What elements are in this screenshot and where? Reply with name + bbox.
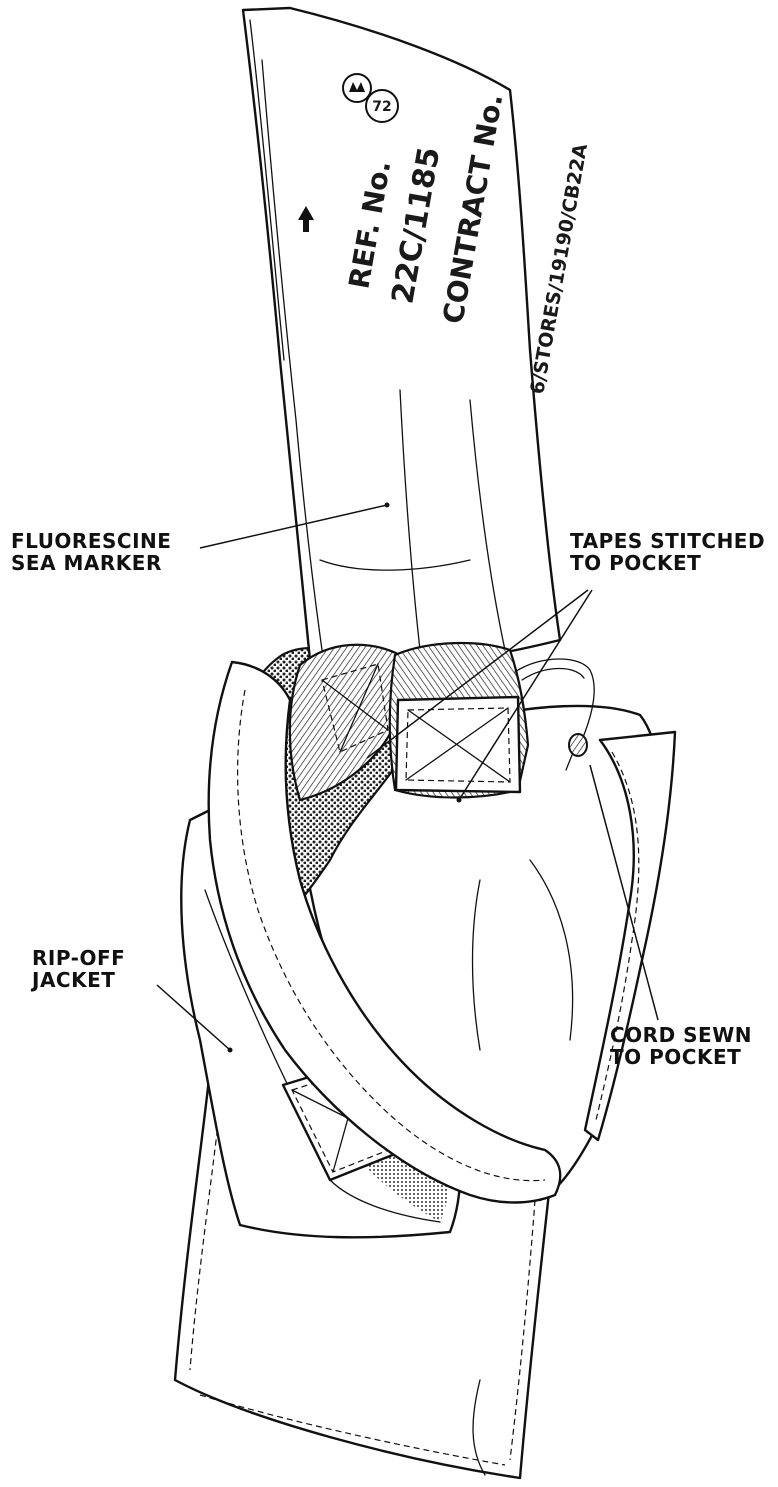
callout-ripoff: RIP-OFF JACKET — [30, 946, 125, 992]
sea-marker-bag — [243, 8, 560, 668]
contract-value-text: 6/STORES/19190/CB22A — [526, 142, 592, 396]
cord-knot-icon — [569, 734, 587, 756]
tape-right — [390, 643, 528, 797]
callout-tapes: TAPES STITCHED TO POCKET — [570, 529, 765, 575]
callout-fluorescine: FLUORESCINE SEA MARKER — [11, 529, 171, 575]
label-ripoff-line1: RIP-OFF — [32, 946, 125, 970]
callout-cord: CORD SEWN TO POCKET — [610, 1023, 752, 1069]
seal-number-badge: 72 — [366, 90, 398, 122]
seal-number-text: 72 — [372, 99, 391, 115]
label-ripoff-line2: JACKET — [30, 968, 115, 992]
seal-crown-icon — [343, 74, 371, 102]
label-tapes-line2: TO POCKET — [570, 551, 701, 575]
label-fluorescine-line1: FLUORESCINE — [11, 529, 171, 553]
label-tapes-line1: TAPES STITCHED — [570, 529, 765, 553]
label-cord-line2: TO POCKET — [610, 1045, 741, 1069]
label-cord-line1: CORD SEWN — [610, 1023, 752, 1047]
label-fluorescine-line2: SEA MARKER — [11, 551, 162, 575]
